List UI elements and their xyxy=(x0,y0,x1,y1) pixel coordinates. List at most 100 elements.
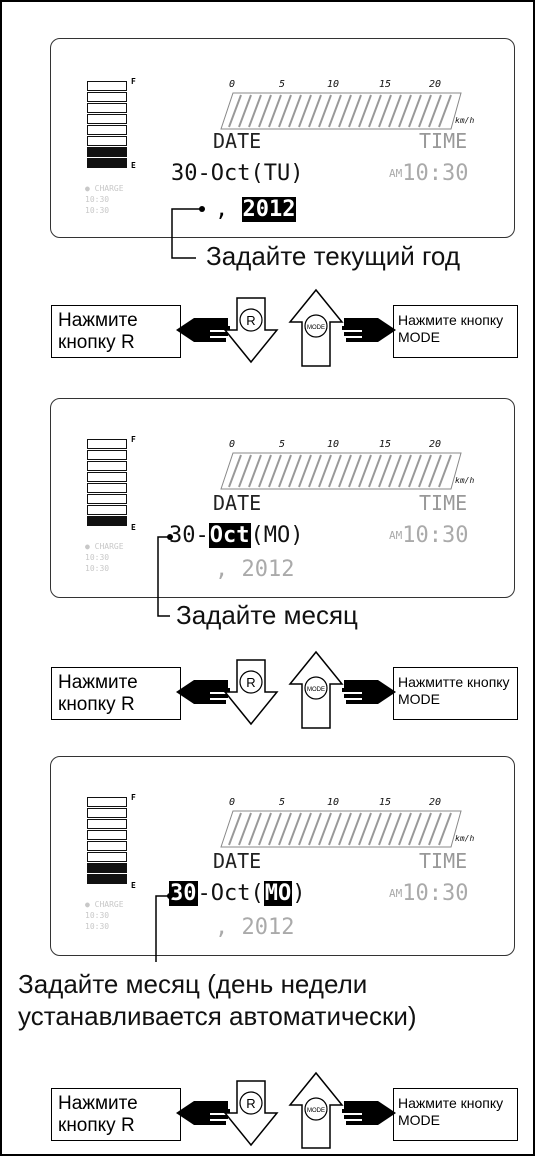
day-highlighted: 30 xyxy=(169,881,198,906)
speed-tick: 10 xyxy=(327,79,339,90)
press-r-label: Нажмите кнопку R xyxy=(51,1088,181,1141)
speed-tick: 20 xyxy=(429,79,441,90)
instruction-1: Задайте текущий год xyxy=(206,241,460,271)
ampm: AM xyxy=(389,529,403,542)
pointing-hand-icon xyxy=(176,680,230,704)
charge-indicator: ● CHARGE 10:30 10:30 xyxy=(85,542,124,573)
clock: AM10:30 xyxy=(389,881,468,906)
instruction-3: Задайте месяц (день недели устанавливает… xyxy=(18,969,417,1031)
speed-tick: 15 xyxy=(379,79,391,90)
pointing-hand-left-icon xyxy=(342,318,396,342)
date-header: DATE xyxy=(213,849,262,873)
date-prefix: 30- xyxy=(171,161,211,186)
speed-tick: 5 xyxy=(279,439,285,450)
charge-time-1: 10:30 xyxy=(85,911,110,920)
time-header: TIME xyxy=(419,491,468,515)
speed-tick: 20 xyxy=(429,439,441,450)
svg-text:MODE: MODE xyxy=(307,325,325,331)
speed-bar: 0 5 10 15 20 km/h xyxy=(220,439,474,490)
lcd-panel-1: F E ● CHARGE 10:30 10:30 0 5 10 15 20 km… xyxy=(50,38,515,238)
svg-text:R: R xyxy=(246,313,255,328)
month: -Oct xyxy=(197,881,251,906)
battery-gauge: F E xyxy=(87,77,136,181)
charge-time-1: 10:30 xyxy=(85,553,110,562)
r-button-icon: R xyxy=(239,1091,263,1115)
speed-tick: 5 xyxy=(279,79,285,90)
weekday: (MO) xyxy=(250,523,304,548)
charge-indicator: ● CHARGE 10:30 10:30 xyxy=(85,184,124,215)
speed-tick: 0 xyxy=(229,797,235,808)
charge-label: CHARGE xyxy=(94,542,124,551)
ampm: AM xyxy=(389,887,403,900)
year: 2012 xyxy=(241,915,295,940)
date-line: 30-Oct(MO) xyxy=(169,881,306,906)
weekday-highlighted: MO xyxy=(263,881,293,906)
battery-empty-label: E xyxy=(131,523,136,532)
speed-bar: 0 5 10 15 20 km/h xyxy=(220,79,474,130)
year-highlighted: 2012 xyxy=(241,197,297,222)
day: 30 xyxy=(169,523,196,548)
date-header: DATE xyxy=(213,129,262,153)
svg-text:MODE: MODE xyxy=(307,1108,325,1114)
speed-unit: km/h xyxy=(455,834,474,843)
lcd-panel-2: F E ● CHARGE 10:30 10:30 0 5 10 15 20 km… xyxy=(50,398,515,598)
date-header: DATE xyxy=(213,491,262,515)
press-mode-label: Нажмите кнопку MODE xyxy=(393,305,518,358)
month: Oct xyxy=(210,161,251,186)
charge-indicator: ● CHARGE 10:30 10:30 xyxy=(85,900,124,931)
pointing-hand-left-icon xyxy=(342,680,396,704)
pointing-hand-icon xyxy=(176,318,230,342)
clock: AM10:30 xyxy=(389,523,468,548)
speed-tick: 10 xyxy=(327,439,339,450)
year-line: , 2012 xyxy=(215,915,295,940)
time-header: TIME xyxy=(419,849,468,873)
clock-value: 10:30 xyxy=(402,161,469,186)
charge-time-1: 10:30 xyxy=(85,195,110,204)
speed-unit: km/h xyxy=(455,476,474,485)
battery-full-label: F xyxy=(131,77,136,86)
r-button-icon: R xyxy=(239,670,263,694)
weekday: TU xyxy=(263,161,291,186)
svg-text:R: R xyxy=(246,1096,255,1111)
date-line: 30-Oct(MO) xyxy=(169,523,304,548)
speed-tick: 20 xyxy=(429,797,441,808)
speed-unit: km/h xyxy=(455,116,474,125)
date-line: 30-Oct(TU) xyxy=(171,161,304,186)
battery-gauge: F E xyxy=(87,435,136,539)
charge-time-2: 10:30 xyxy=(85,564,110,573)
speed-tick: 5 xyxy=(279,797,285,808)
svg-text:MODE: MODE xyxy=(307,687,325,693)
clock: AM10:30 xyxy=(389,161,468,186)
speed-tick: 15 xyxy=(379,439,391,450)
ampm: AM xyxy=(389,167,403,180)
battery-full-label: F xyxy=(131,435,136,444)
clock-value: 10:30 xyxy=(402,523,469,548)
press-mode-label: Нажмите кнопку MODE xyxy=(393,1088,518,1141)
clock-value: 10:30 xyxy=(402,881,469,906)
charge-label: CHARGE xyxy=(94,900,124,909)
year: 2012 xyxy=(241,557,295,582)
speed-tick: 15 xyxy=(379,797,391,808)
charge-time-2: 10:30 xyxy=(85,206,110,215)
battery-empty-label: E xyxy=(131,161,136,170)
mode-button-icon: MODE xyxy=(304,314,328,338)
speed-tick: 0 xyxy=(229,439,235,450)
year-line: , 2012 xyxy=(215,557,295,582)
mode-button-icon: MODE xyxy=(304,676,328,700)
battery-empty-label: E xyxy=(131,881,136,890)
pointing-hand-left-icon xyxy=(342,1101,396,1125)
charge-time-2: 10:30 xyxy=(85,922,110,931)
battery-full-label: F xyxy=(131,793,136,802)
mode-button-icon: MODE xyxy=(304,1097,328,1121)
instruction-2: Задайте месяц xyxy=(176,600,358,630)
lcd-panel-3: F E ● CHARGE 10:30 10:30 0 5 10 15 20 km… xyxy=(50,756,515,956)
press-r-label: Нажмите кнопку R xyxy=(51,667,181,720)
time-header: TIME xyxy=(419,129,468,153)
month-highlighted: Oct xyxy=(208,523,251,548)
